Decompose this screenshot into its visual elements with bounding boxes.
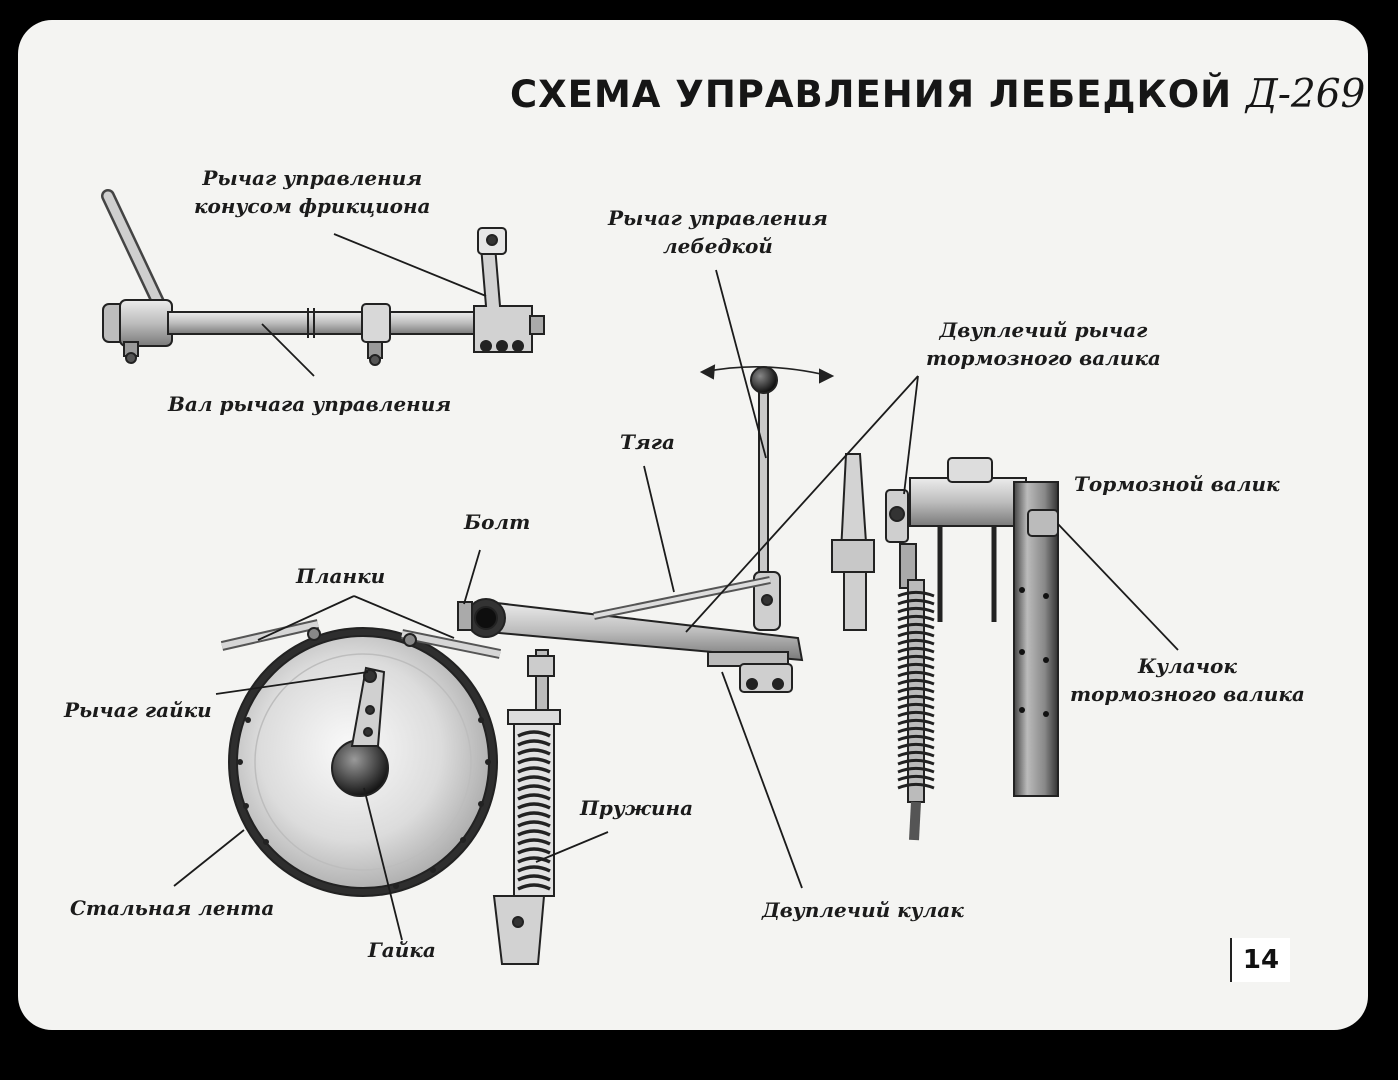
coil-turn [897,614,935,622]
coil-turn [517,784,551,792]
coil-turn [517,739,551,747]
coil-turn [897,662,935,670]
label-double-arm-brake-lever-line1: Двуплечий рычаг [939,318,1148,342]
brake-shaft-assembly [831,453,1059,841]
coil-turn [897,766,935,774]
coil-turn [517,865,551,873]
label-double-arm-brake-lever-line2: тормозного валика [926,346,1161,370]
coil-turn [517,856,551,864]
label-brake-cam-line1: Кулачок [1137,654,1237,678]
leader-lines [173,233,1179,941]
label-winch-lever-line2: лебедкой [662,234,773,258]
coil-turn [517,829,551,837]
coil-turn [897,774,935,782]
spring-assembly [492,649,561,965]
coil-turn [897,654,935,662]
coil-turn [897,734,935,742]
coil-turn [897,670,935,678]
winch-lever [699,364,835,631]
coil-turn [897,590,935,598]
coil-turn [897,630,935,638]
brake-drum [220,619,501,897]
label-friction-lever: Рычаг управления конусом фрикциона [194,164,431,220]
label-winch-lever-line1: Рычаг управления [608,206,828,230]
label-steel-band: Стальная лента [70,896,275,920]
title-model: Д-269 [1246,72,1366,117]
coil-turn [897,638,935,646]
coil-turn [897,678,935,686]
label-control-shaft: Вал рычага управления [168,392,452,416]
coil-turn [517,775,551,783]
coil-turn [897,718,935,726]
coil-turn [897,686,935,694]
coil-turn [897,702,935,710]
label-nut: Гайка [368,938,436,962]
coil-turn [897,694,935,702]
coil-turn [897,742,935,750]
label-bolt: Болт [464,510,531,534]
title-main: СХЕМА УПРАВЛЕНИЯ ЛЕБЕДКОЙ [510,73,1233,116]
label-brake-cam-line2: тормозного валика [1070,682,1305,706]
page-number: 14 [1230,938,1290,982]
coil-turn [517,748,551,756]
label-friction-lever-line1: Рычаг управления [202,166,423,190]
coil-turn [517,847,551,855]
coil-turn [517,883,551,891]
label-double-arm-brake-lever: Двуплечий рычаг тормозного валика [926,316,1161,372]
label-winch-lever: Рычаг управления лебедкой [608,204,828,260]
spring-coils [517,730,551,891]
label-bars: Планки [296,564,386,588]
label-nut-lever: Рычаг гайки [64,698,212,722]
main-lever [457,576,804,693]
coil-turn [517,838,551,846]
coil-turn [517,802,551,810]
label-brake-shaft: Тормозной валик [1074,472,1280,496]
label-double-arm-cam: Двуплечий кулак [762,898,964,922]
coil-turn [897,758,935,766]
control-shaft-assembly [101,189,545,366]
label-spring: Пружина [580,796,694,820]
coil-turn [897,646,935,654]
coil-turn [517,820,551,828]
coil-turn [897,598,935,606]
brake-spring [897,590,935,790]
mechanism-drawing [101,189,1179,965]
coil-turn [517,793,551,801]
label-rod: Тяга [620,430,676,454]
coil-turn [897,750,935,758]
coil-turn [517,874,551,882]
slide-frame: СХЕМА УПРАВЛЕНИЯ ЛЕБЕДКОЙ Д-269 Рычаг уп… [18,20,1368,1030]
coil-turn [897,782,935,790]
diagram-title: СХЕМА УПРАВЛЕНИЯ ЛЕБЕДКОЙ Д-269 [510,72,1365,117]
label-friction-lever-line2: конусом фрикциона [194,194,431,218]
coil-turn [517,757,551,765]
coil-turn [517,730,551,738]
coil-turn [897,726,935,734]
coil-turn [897,710,935,718]
coil-turn [897,606,935,614]
coil-turn [517,811,551,819]
coil-turn [897,622,935,630]
label-brake-cam: Кулачок тормозного валика [1070,652,1305,708]
coil-turn [517,766,551,774]
